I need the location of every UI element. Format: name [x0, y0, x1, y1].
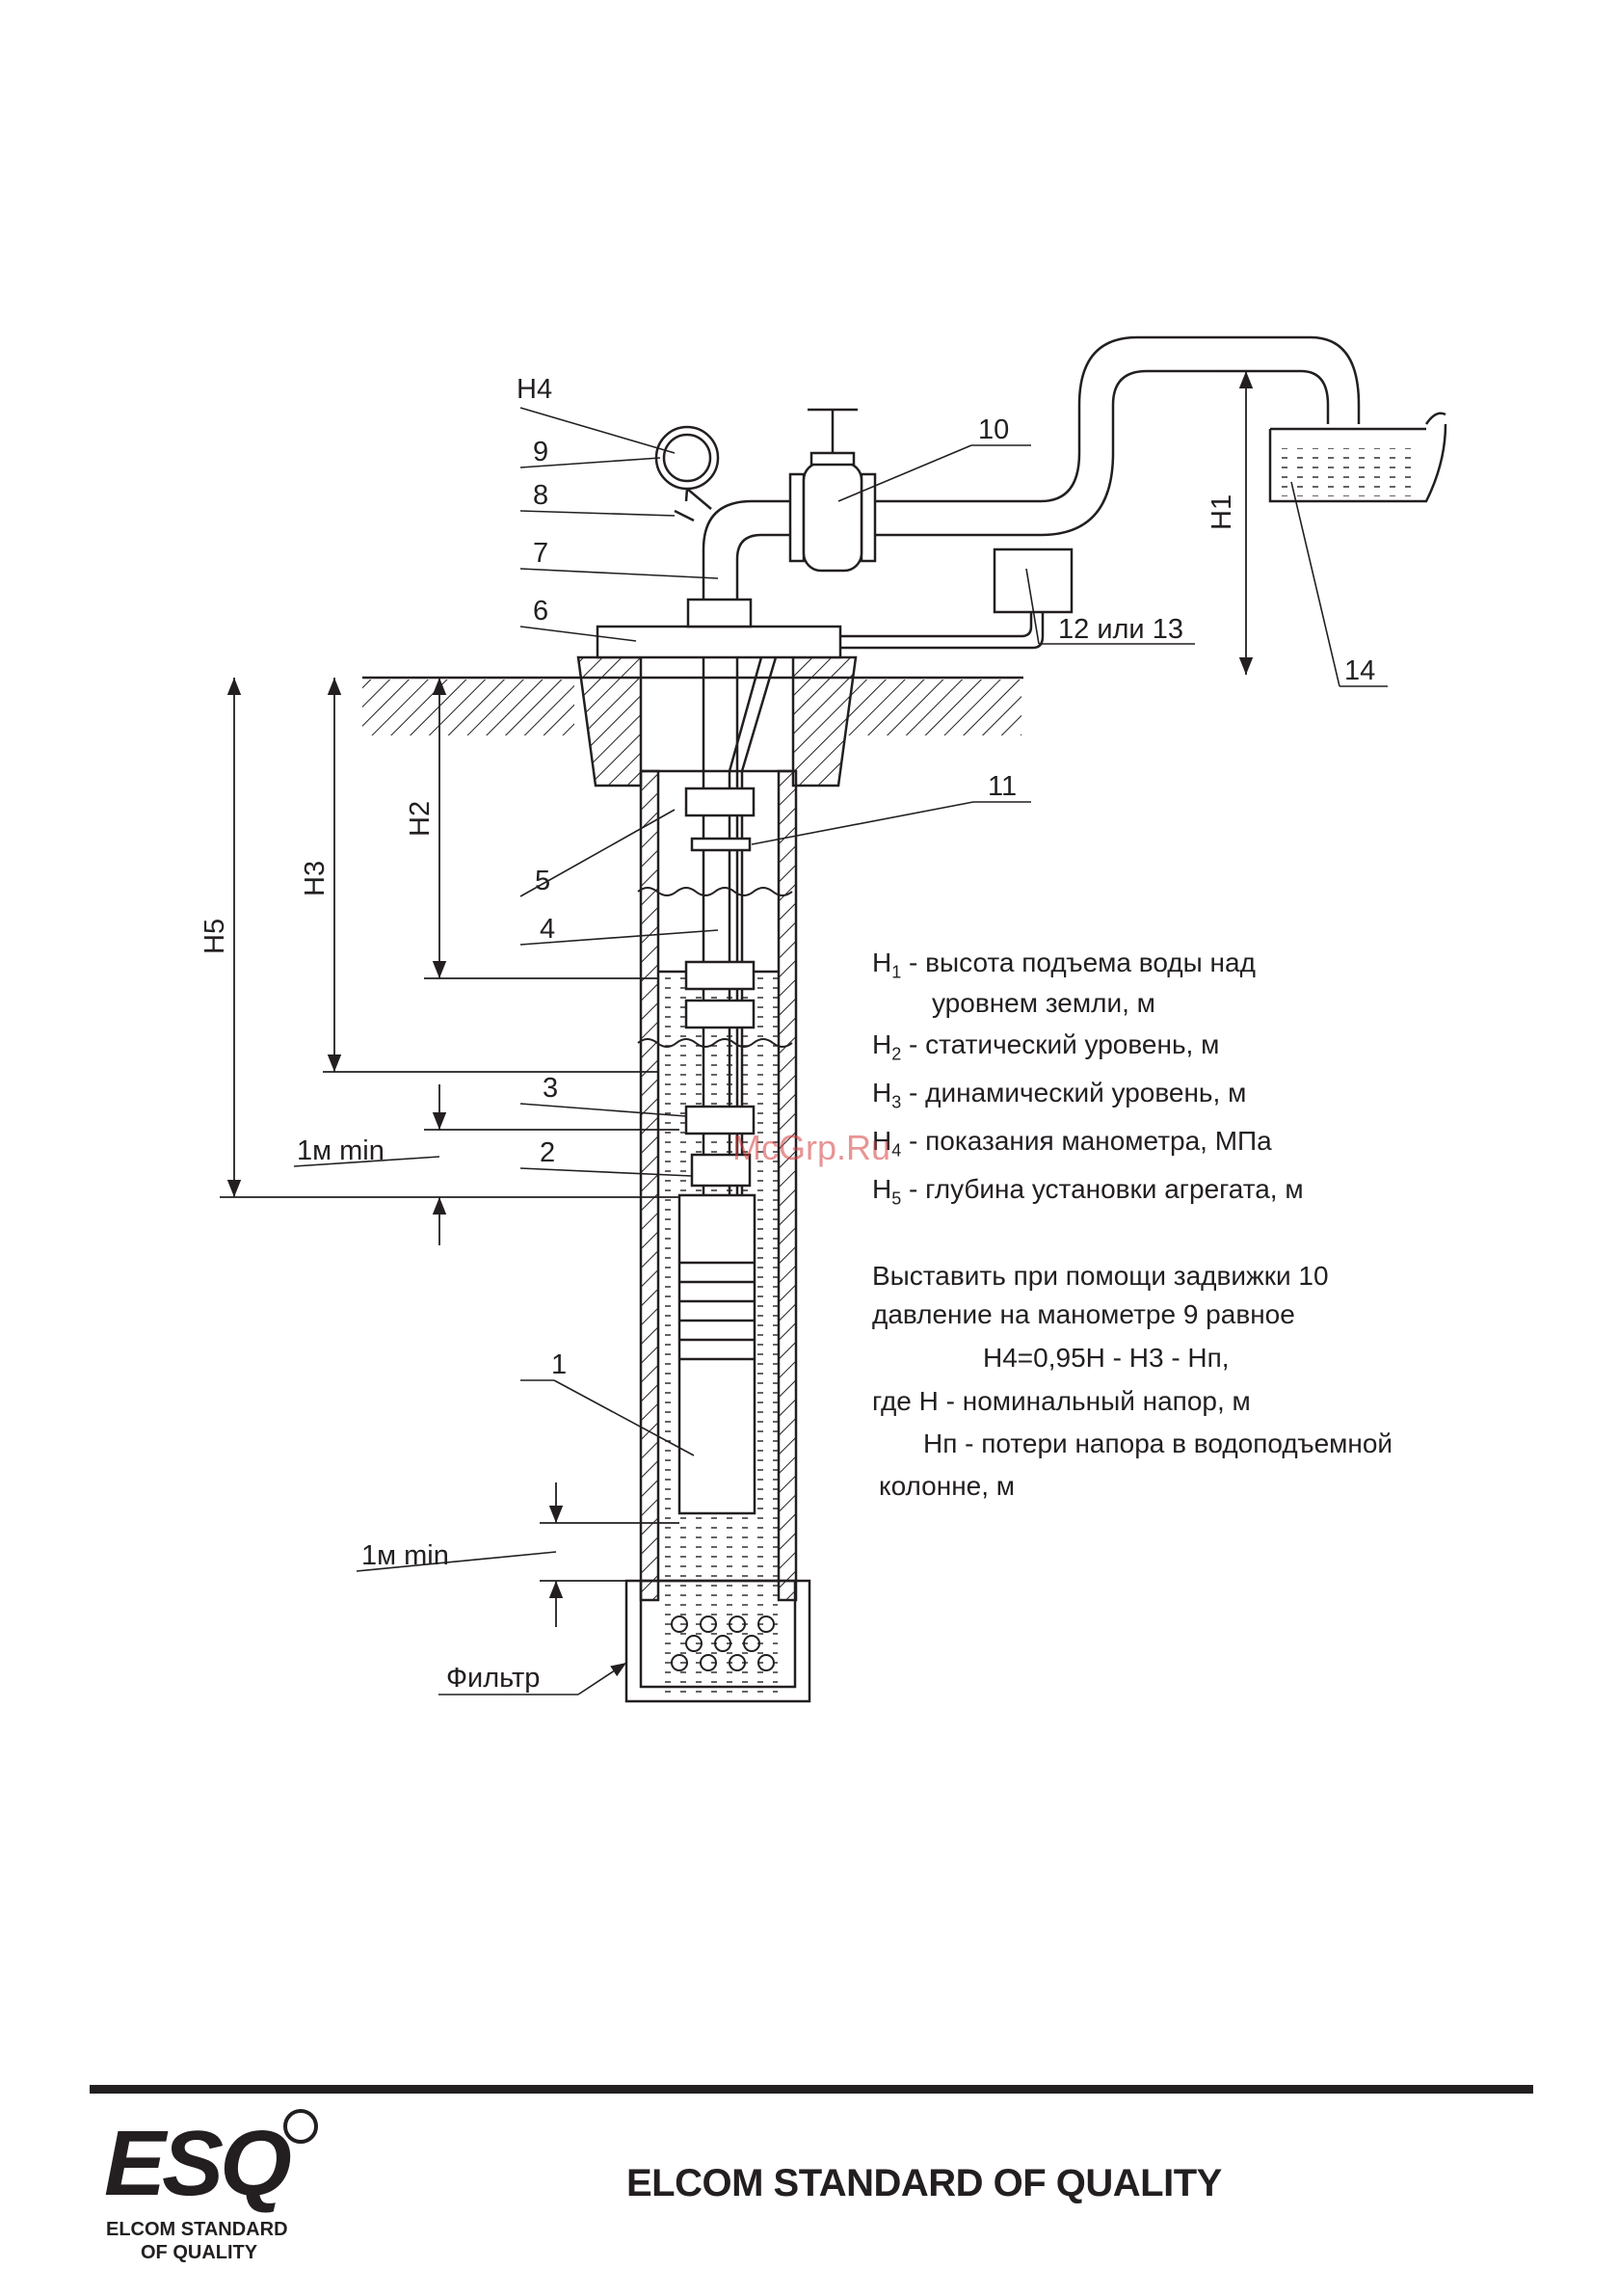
footer-rule [90, 2085, 1533, 2094]
footer-title: ELCOM STANDARD OF QUALITY [626, 2162, 1222, 2204]
instruction-hp-cont: колонне, м [879, 1471, 1016, 1501]
esq-logo: ESQ ELCOM STANDARD OF QUALITY [104, 2099, 326, 2292]
coupling-low [684, 999, 756, 1029]
label-5: 5 [535, 866, 550, 896]
label-10: 10 [978, 414, 1009, 445]
wellhead-adapter [686, 598, 753, 628]
label-6: 6 [533, 596, 548, 627]
diagram-labels: H4 9 8 7 6 10 12 или 13 14 H1 11 5 4 3 2… [199, 374, 1375, 1694]
label-7: 7 [533, 538, 548, 569]
wellhead-plate-6 [596, 625, 842, 659]
watermark: McGrp.Ru [732, 1128, 891, 1167]
label-h2: H2 [405, 801, 436, 837]
label-12-13: 12 или 13 [1058, 614, 1183, 645]
legend-h4: H4 - показания манометра, МПа [872, 1126, 1272, 1161]
coupling-5 [684, 787, 756, 817]
logo-line1: ELCOM STANDARD [106, 2219, 288, 2240]
label-1m-min-bottom: 1м min [361, 1540, 449, 1571]
label-14: 14 [1344, 655, 1375, 686]
label-h3: H3 [300, 861, 331, 896]
break-line-lower [637, 1038, 793, 1048]
label-filter: Фильтр [446, 1663, 540, 1694]
instruction-hp: Hп - потери напора в водоподъемной [923, 1428, 1393, 1458]
legend-h1-cont: уровнем земли, м [932, 988, 1155, 1018]
legend-h2: H2 - статический уровень, м [872, 1029, 1220, 1064]
label-2: 2 [540, 1137, 555, 1168]
pressure-gauge-9 [654, 425, 720, 522]
logo-line2: OF QUALITY [141, 2242, 258, 2263]
power-cable [728, 656, 778, 1195]
instruction-where: где H - номинальный напор, м [872, 1386, 1251, 1416]
pump-unit-1 [677, 1193, 756, 1515]
logo-circle-icon [283, 2109, 318, 2144]
break-line-upper [637, 887, 793, 896]
logo-mark: ESQ [104, 2112, 292, 2215]
discharge-pipe [702, 335, 1361, 600]
instruction-line2: давление на манометре 9 равное [872, 1299, 1295, 1329]
ground-surface [362, 676, 1023, 735]
label-8: 8 [533, 480, 548, 511]
instruction-line1: Выставить при помощи задвижки 10 [872, 1261, 1329, 1291]
label-11: 11 [988, 771, 1017, 802]
instruction-formula: H4=0,95H - H3 - Hп, [983, 1343, 1230, 1373]
reservoir-14 [1268, 412, 1447, 503]
filter [624, 1579, 811, 1703]
leader-lines [293, 407, 1388, 1695]
label-9: 9 [533, 437, 548, 467]
legend-h5: H5 - глубина установки агрегата, м [872, 1174, 1304, 1209]
label-3: 3 [543, 1073, 558, 1104]
gate-valve-10 [788, 408, 877, 573]
dimension-lines [220, 370, 1262, 1627]
label-1m-min-top: 1м min [297, 1135, 385, 1166]
well-collar [576, 655, 858, 788]
control-box-12-13 [993, 547, 1074, 614]
clamp-11 [690, 837, 752, 852]
legend-h3: H3 - динамический уровень, м [872, 1078, 1247, 1112]
label-4: 4 [540, 914, 555, 945]
label-h5: H5 [199, 919, 230, 954]
label-1: 1 [551, 1349, 567, 1380]
label-h1: H1 [1207, 494, 1237, 530]
legend-h1: H1 - высота подъема воды над [872, 948, 1256, 982]
pump-outlet-2 [690, 1153, 752, 1188]
label-h4: H4 [517, 374, 552, 405]
coupling-mid [684, 960, 756, 991]
check-valve-3 [684, 1105, 756, 1135]
